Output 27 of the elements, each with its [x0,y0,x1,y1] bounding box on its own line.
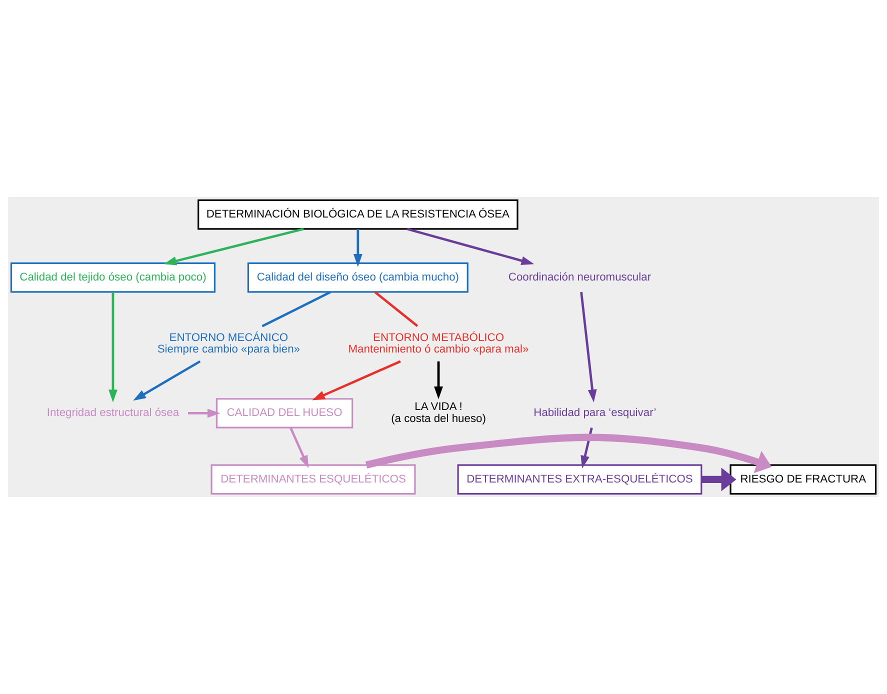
connector [262,291,332,328]
node-text: Habilidad para ‘esquivar’ [534,407,656,420]
node-box: DETERMINANTES EXTRA-ESQUELÉTICOS [457,464,702,495]
node-box: DETERMINANTES ESQUELÉTICOS [210,464,416,495]
arrow [188,408,220,418]
arrow [133,360,201,401]
arrow [406,228,534,266]
connector [374,291,418,328]
node-text: LA VIDA ! (a costa del hueso) [391,401,486,426]
node-box: Calidad del diseño óseo (cambia mucho) [247,262,468,293]
node-text: Coordinación neuromuscular [508,272,652,284]
arrow [108,292,118,402]
arrow [701,468,736,492]
node-box: RIESGO DE FRACTURA [730,464,877,495]
arrow [434,361,443,400]
node-box: DETERMINACIÓN BIOLÓGICA DE LA RESISTENCIA ÓSEA [198,199,518,230]
arrow [353,228,362,267]
node-text: Integridad estructural ósea [46,407,180,420]
arrow [580,292,597,402]
node-text: ENTORNO MECÁNICO Siempre cambio «para bien» [157,332,300,356]
arrow [312,360,401,400]
arrow [365,434,772,474]
node-box: CALIDAD DEL HUESO [216,398,354,428]
arrow [290,427,309,468]
node-box: Calidad del tejido óseo (cambia poco) [10,262,216,293]
arrow [164,228,304,266]
node-text: ENTORNO METABÓLICO Mantenimiento ó cambio «para mal» [348,332,529,356]
